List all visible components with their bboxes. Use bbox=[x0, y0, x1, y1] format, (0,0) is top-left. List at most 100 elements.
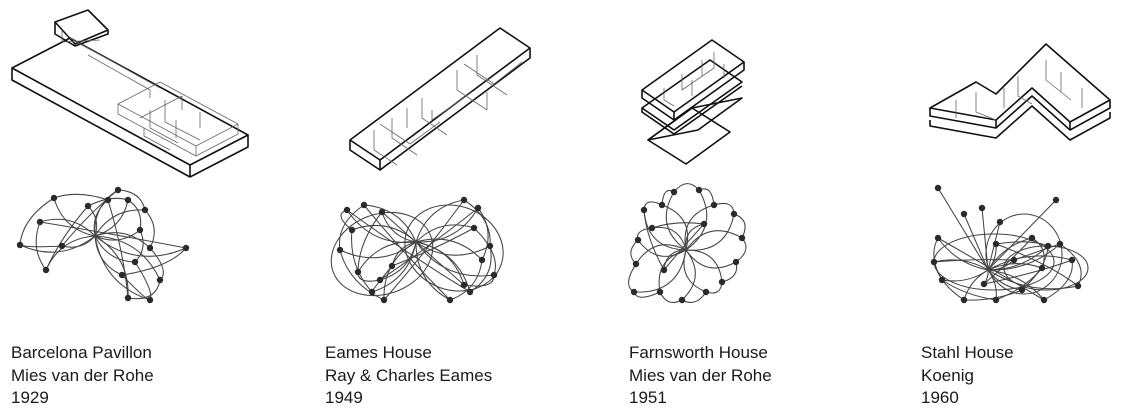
graph-edge bbox=[19, 197, 55, 246]
graph-node bbox=[156, 276, 164, 284]
graph-edge bbox=[987, 243, 1061, 271]
house-name: Farnsworth House bbox=[629, 343, 768, 362]
graph-edge bbox=[633, 249, 687, 293]
house-year: 1929 bbox=[11, 388, 49, 407]
graph-node bbox=[938, 276, 946, 284]
barcelona-caption: Barcelona Pavillon Mies van der Rohe 192… bbox=[11, 342, 154, 410]
graph-edge bbox=[61, 235, 96, 248]
graph-edge bbox=[995, 243, 1079, 287]
farnsworth-axonometric-drawing bbox=[641, 39, 745, 165]
graph-node bbox=[470, 224, 478, 232]
graph-edge bbox=[391, 241, 417, 267]
graph-edge bbox=[144, 209, 155, 249]
graph-edge bbox=[357, 211, 383, 273]
graph-edge bbox=[363, 204, 417, 243]
graph-spoke bbox=[937, 187, 989, 271]
graph-node bbox=[648, 224, 656, 232]
graph-node bbox=[695, 186, 703, 194]
graph-edge bbox=[346, 209, 417, 244]
eames-caption: Eames House Ray & Charles Eames 1949 bbox=[325, 342, 492, 410]
graph-edge bbox=[477, 207, 489, 261]
graph-node bbox=[118, 271, 126, 279]
graph-node bbox=[930, 258, 938, 266]
farnsworth-network-graph bbox=[628, 183, 747, 304]
graph-spoke bbox=[981, 207, 989, 271]
graph-node bbox=[348, 226, 356, 234]
graph-edge bbox=[121, 247, 187, 276]
graph-edge bbox=[346, 209, 471, 293]
house-name: Stahl House bbox=[921, 343, 1014, 362]
house-year: 1960 bbox=[921, 388, 959, 407]
graph-edge bbox=[1043, 259, 1073, 301]
graph-edge bbox=[94, 235, 123, 276]
graph-edge bbox=[117, 189, 146, 211]
graph-edge bbox=[937, 237, 989, 271]
graph-edge bbox=[94, 235, 151, 301]
graph-node bbox=[640, 206, 648, 214]
graph-node bbox=[934, 234, 942, 242]
graph-node bbox=[960, 296, 968, 304]
graph-node bbox=[124, 196, 132, 204]
graph-edge bbox=[415, 241, 465, 286]
graph-node bbox=[1074, 282, 1082, 290]
graph-node bbox=[1010, 256, 1018, 264]
graph-node bbox=[992, 296, 1000, 304]
graph-edge bbox=[45, 205, 89, 271]
graph-edge bbox=[663, 223, 705, 271]
house-name: Eames House bbox=[325, 343, 432, 362]
graph-node bbox=[478, 256, 486, 264]
graph-edge bbox=[685, 249, 737, 269]
graph-node bbox=[992, 240, 1000, 248]
graph-edge bbox=[415, 207, 479, 243]
graph-node bbox=[1038, 264, 1046, 272]
graph-edge bbox=[53, 197, 96, 237]
graph-edge bbox=[149, 247, 164, 281]
graph-edge bbox=[685, 230, 743, 251]
graph-edge bbox=[651, 222, 705, 229]
graph-node bbox=[700, 220, 708, 228]
graph-edge bbox=[941, 269, 989, 282]
graph-edge bbox=[633, 291, 661, 298]
graph-edge bbox=[381, 211, 465, 286]
graph-node bbox=[718, 278, 726, 286]
graph-node bbox=[960, 210, 968, 218]
graph-node bbox=[656, 288, 664, 296]
graph-loop bbox=[1003, 245, 1089, 291]
house-card-eames: Eames House Ray & Charles Eames 1949 bbox=[282, 0, 564, 417]
graph-edge bbox=[685, 249, 723, 283]
stahl-caption: Stahl House Koenig 1960 bbox=[921, 342, 1014, 410]
graph-node bbox=[16, 241, 24, 249]
graph-node bbox=[131, 258, 139, 266]
house-architect: Mies van der Rohe bbox=[629, 365, 772, 385]
graph-node bbox=[114, 186, 122, 194]
graph-edge bbox=[643, 209, 665, 271]
graph-node bbox=[460, 196, 468, 204]
graph-node bbox=[630, 288, 638, 296]
graph-loop bbox=[985, 213, 1063, 295]
graph-edge bbox=[663, 249, 687, 271]
graph-node bbox=[354, 268, 362, 276]
graph-node bbox=[934, 184, 942, 192]
graph-edge bbox=[933, 259, 1015, 263]
graph-edge bbox=[94, 235, 129, 299]
graph-node bbox=[460, 281, 468, 289]
graph-node bbox=[1018, 286, 1026, 294]
graph-edge bbox=[61, 189, 119, 247]
graph-edge bbox=[379, 207, 479, 281]
graph-loop bbox=[404, 204, 504, 292]
graph-node bbox=[36, 218, 44, 226]
graph-edge bbox=[94, 235, 161, 281]
graph-edge bbox=[673, 183, 700, 193]
graph-node bbox=[658, 201, 666, 209]
graph-node bbox=[738, 234, 746, 242]
graph-edge bbox=[338, 204, 365, 251]
graph-node bbox=[146, 244, 154, 252]
graph-edge bbox=[415, 199, 465, 243]
eames-network-graph bbox=[330, 196, 504, 304]
graph-node bbox=[632, 260, 640, 268]
farnsworth-caption: Farnsworth House Mies van der Rohe 1951 bbox=[629, 342, 772, 410]
graph-edge bbox=[415, 241, 491, 256]
stahl-axonometric-drawing bbox=[929, 43, 1111, 141]
graph-node bbox=[124, 294, 132, 302]
graph-edge bbox=[53, 193, 109, 201]
